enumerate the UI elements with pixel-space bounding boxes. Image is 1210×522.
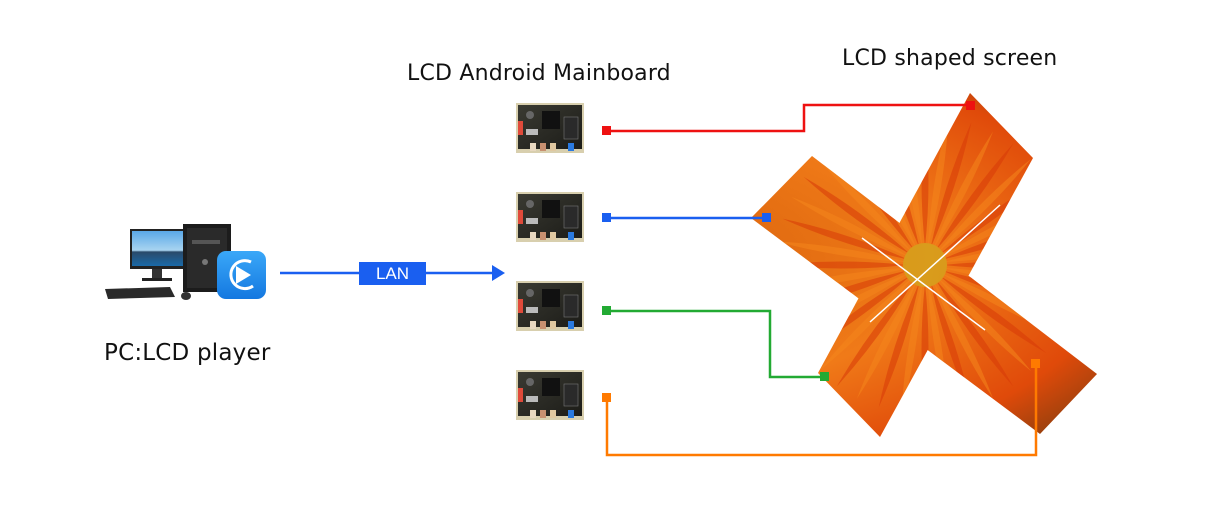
- flower-petal: [933, 131, 994, 249]
- port-screen-2: [762, 213, 771, 222]
- panel-seam: [861, 237, 986, 331]
- panel-seam: [869, 204, 1001, 323]
- flower-petal: [937, 277, 1032, 372]
- flower-petal: [933, 281, 994, 399]
- mainboard-1-icon: [516, 103, 584, 153]
- mainboard-3-icon: [516, 281, 584, 331]
- port-screen-1: [966, 101, 975, 110]
- flower-petal: [836, 279, 915, 387]
- pc-computer-icon: [105, 224, 266, 300]
- flower-petal: [818, 158, 913, 253]
- arrowhead-icon: [492, 265, 505, 281]
- port-screen-4: [1031, 359, 1040, 368]
- flower-petal: [927, 116, 949, 248]
- pc-label: PC:LCD player: [104, 340, 271, 366]
- connector-channel-3: [607, 309, 825, 379]
- screen-label: LCD shaped screen: [842, 46, 1058, 71]
- flower-petal: [856, 281, 917, 399]
- connector-channel-4: [605, 364, 1038, 457]
- flower-petal: [776, 241, 908, 263]
- port-mainboard-4: [602, 393, 611, 402]
- port-mainboard-3: [602, 306, 611, 315]
- flower-petal: [930, 122, 972, 248]
- mainboard-group-label: LCD Android Mainboard: [407, 61, 671, 86]
- flower-petal: [878, 282, 920, 408]
- flower-petal: [935, 143, 1014, 251]
- port-screen-3: [820, 372, 829, 381]
- flower-petal: [803, 176, 911, 255]
- flower-petal: [791, 196, 909, 257]
- mainboard-4-icon: [516, 370, 584, 420]
- flower-petal: [818, 277, 913, 372]
- flower-petal: [901, 282, 923, 414]
- port-mainboard-1: [602, 126, 611, 135]
- lan-badge: LAN: [359, 262, 426, 285]
- connector-channel-1: [607, 103, 970, 133]
- port-mainboard-2: [602, 213, 611, 222]
- flower-petal: [935, 279, 1014, 387]
- mainboard-2-icon: [516, 192, 584, 242]
- flower-petal: [939, 275, 1047, 354]
- flower-center: [903, 243, 947, 287]
- flower-petal: [937, 158, 1032, 253]
- lcd-shaped-screen: [751, 93, 1097, 437]
